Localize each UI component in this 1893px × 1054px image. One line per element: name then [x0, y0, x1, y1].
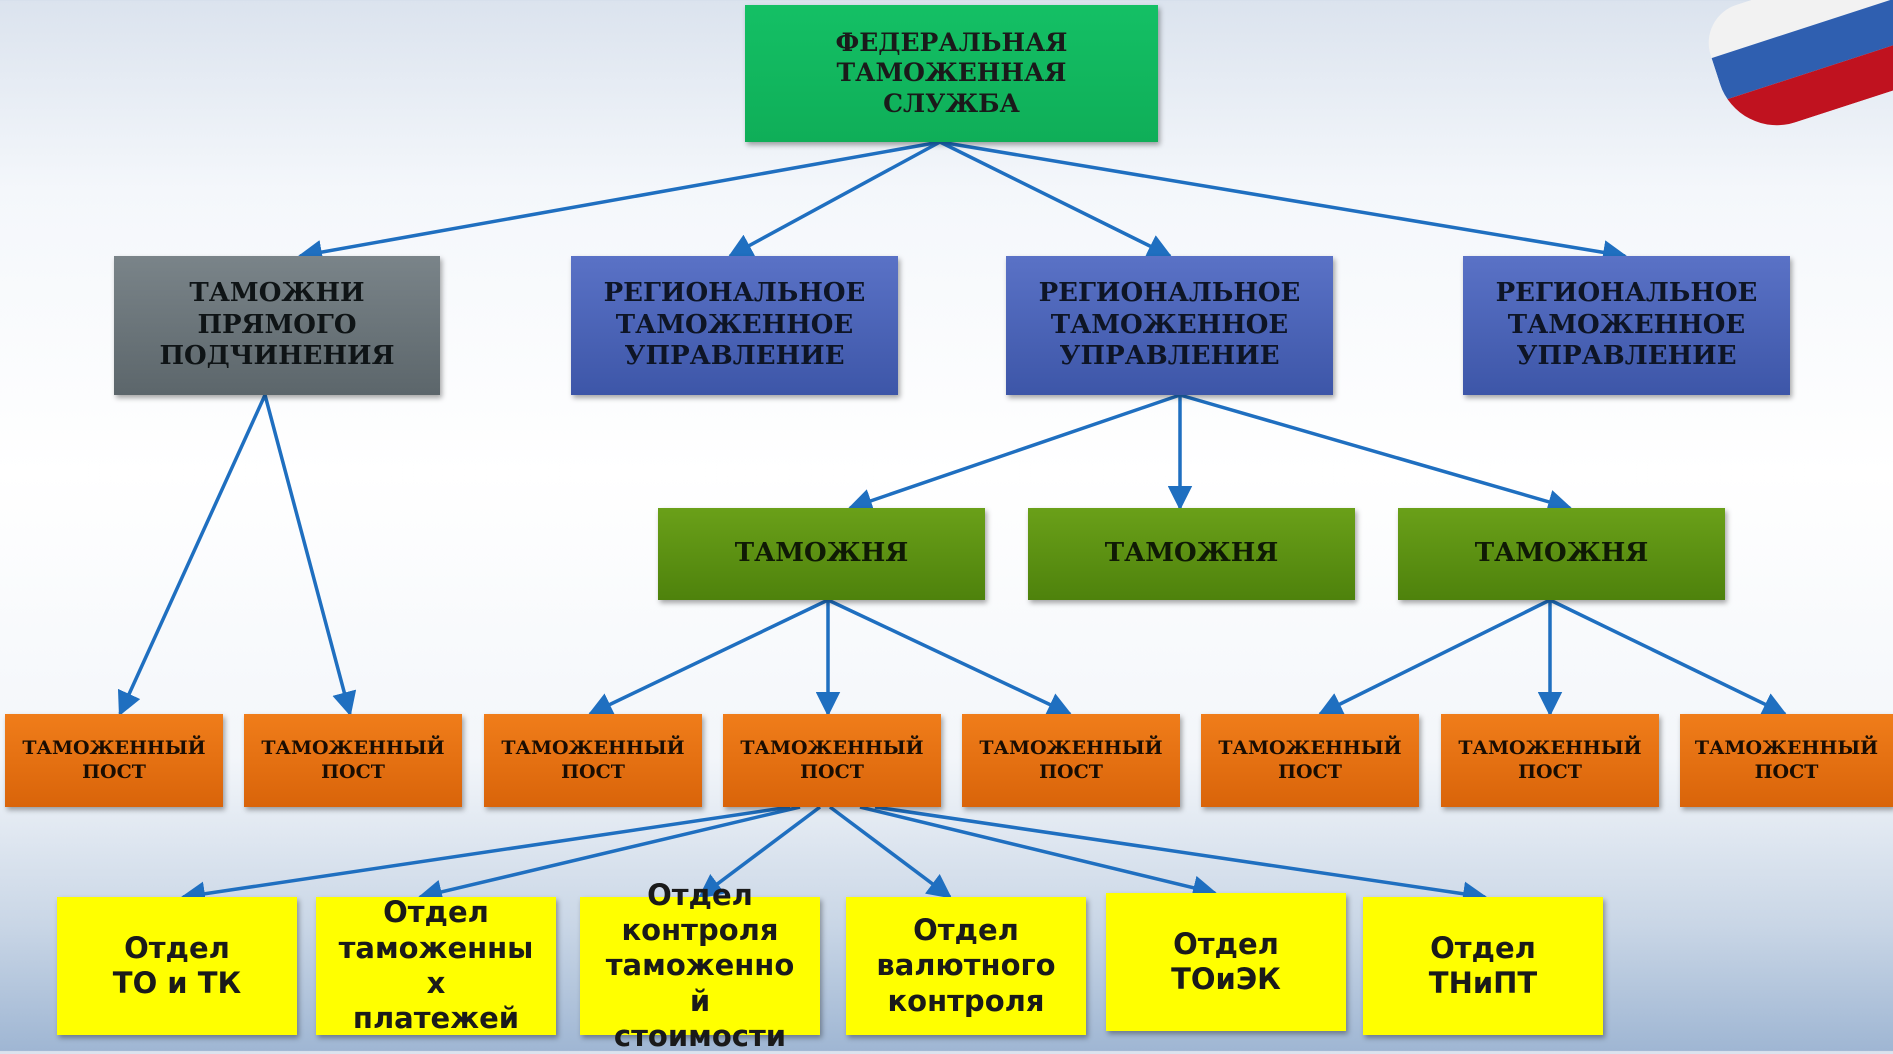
department-tnipt-box: Отдел ТНиПТ — [1363, 897, 1603, 1035]
direct-subordination-customs-box: ТАМОЖНИ ПРЯМОГО ПОДЧИНЕНИЯ — [114, 256, 440, 395]
customs-box: ТАМОЖНЯ — [1398, 508, 1725, 600]
connector-arrow — [939, 140, 1628, 265]
connector-arrow — [297, 140, 941, 265]
customs-post-box: ТАМОЖЕННЫЙ ПОСТ — [1201, 714, 1419, 807]
connector-arrow — [874, 805, 1488, 906]
department-customs-payments-box: Отдел таможенны х платежей — [316, 895, 556, 1035]
customs-box: ТАМОЖНЯ — [658, 508, 985, 600]
connector-arrow — [1179, 393, 1573, 514]
customs-post-box: ТАМОЖЕННЫЙ ПОСТ — [1441, 714, 1659, 807]
connector-arrow — [698, 805, 822, 899]
department-currency-control-box: Отдел валютного контроля — [846, 897, 1086, 1035]
customs-post-box: ТАМОЖЕННЫЙ ПОСТ — [1680, 714, 1893, 807]
customs-post-box: ТАМОЖЕННЫЙ ПОСТ — [962, 714, 1180, 807]
regional-customs-office-box: РЕГИОНАЛЬНОЕ ТАМОЖЕННОЕ УПРАВЛЕНИЕ — [1463, 256, 1790, 395]
customs-post-box: ТАМОЖЕННЫЙ ПОСТ — [723, 714, 941, 807]
connector-arrow — [417, 805, 801, 904]
connector-arrow — [1549, 598, 1788, 716]
connector-arrow — [1317, 598, 1551, 716]
connector-arrow — [859, 805, 1218, 900]
customs-box: ТАМОЖНЯ — [1028, 508, 1355, 600]
connector-arrow — [263, 394, 357, 717]
connector-arrow — [939, 140, 1173, 258]
customs-post-box: ТАМОЖЕННЫЙ ПОСТ — [484, 714, 702, 807]
connector-arrow — [117, 394, 267, 717]
federal-customs-service-box: ФЕДЕРАЛЬНАЯ ТАМОЖЕННАЯ СЛУЖБА — [745, 5, 1158, 142]
customs-post-box: ТАМОЖЕННЫЙ ПОСТ — [5, 714, 223, 807]
connector-arrow — [727, 140, 941, 258]
department-to-tk-box: Отдел ТО и ТК — [57, 897, 297, 1035]
connector-arrow — [587, 598, 829, 716]
connector-arrow — [847, 393, 1181, 513]
department-toiek-box: Отдел ТОиЭК — [1106, 893, 1346, 1031]
connector-arrow — [828, 805, 952, 899]
customs-post-box: ТАМОЖЕННЫЙ ПОСТ — [244, 714, 462, 807]
connector-arrow — [180, 805, 791, 906]
regional-customs-office-box: РЕГИОНАЛЬНОЕ ТАМОЖЕННОЕ УПРАВЛЕНИЕ — [571, 256, 898, 395]
department-customs-value-control-box: Отдел контроля таможенно й стоимости — [580, 878, 820, 1053]
connector-arrow — [827, 598, 1073, 716]
regional-customs-office-box: РЕГИОНАЛЬНОЕ ТАМОЖЕННОЕ УПРАВЛЕНИЕ — [1006, 256, 1333, 395]
